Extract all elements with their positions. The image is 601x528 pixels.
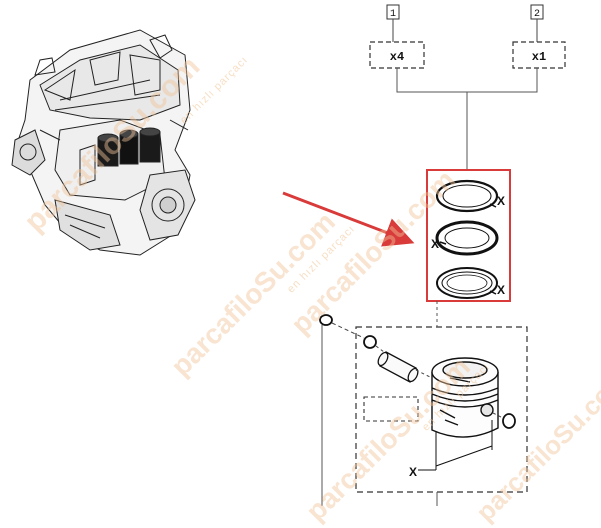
piston-ring-top xyxy=(435,179,499,213)
circlip-left-inner xyxy=(363,335,377,349)
qty-box-1: x4 xyxy=(369,41,425,69)
circlip-right xyxy=(502,413,516,429)
ring-mark-top: X xyxy=(497,194,505,208)
callout-1-number: 1 xyxy=(390,9,396,20)
piston xyxy=(431,357,499,438)
qty-label-2: x1 xyxy=(532,50,546,64)
empty-label-box xyxy=(363,396,419,422)
piston-ring-bottom xyxy=(436,267,498,299)
red-arrow xyxy=(282,191,415,247)
piston-pin xyxy=(377,351,419,383)
parts-diagram: 1 2 x4 x1 X X X xyxy=(11,4,566,506)
callout-2-number: 2 xyxy=(534,9,540,20)
qty-box-2: x1 xyxy=(512,41,566,69)
piston-x-dimension xyxy=(418,420,493,471)
piston-ring-middle xyxy=(435,220,499,256)
connector-bracket xyxy=(396,68,538,170)
qty-label-1: x4 xyxy=(390,50,404,64)
piston-assembly-box xyxy=(355,326,528,493)
callout-1: 1 xyxy=(386,4,400,20)
ring-mark-middle: X xyxy=(431,237,439,251)
callout-2: 2 xyxy=(530,4,544,20)
piston-x-mark: X xyxy=(409,465,417,479)
circlip-left-outer xyxy=(319,314,333,326)
ring-mark-bottom: X xyxy=(497,283,505,297)
engine-illustration xyxy=(11,29,196,256)
